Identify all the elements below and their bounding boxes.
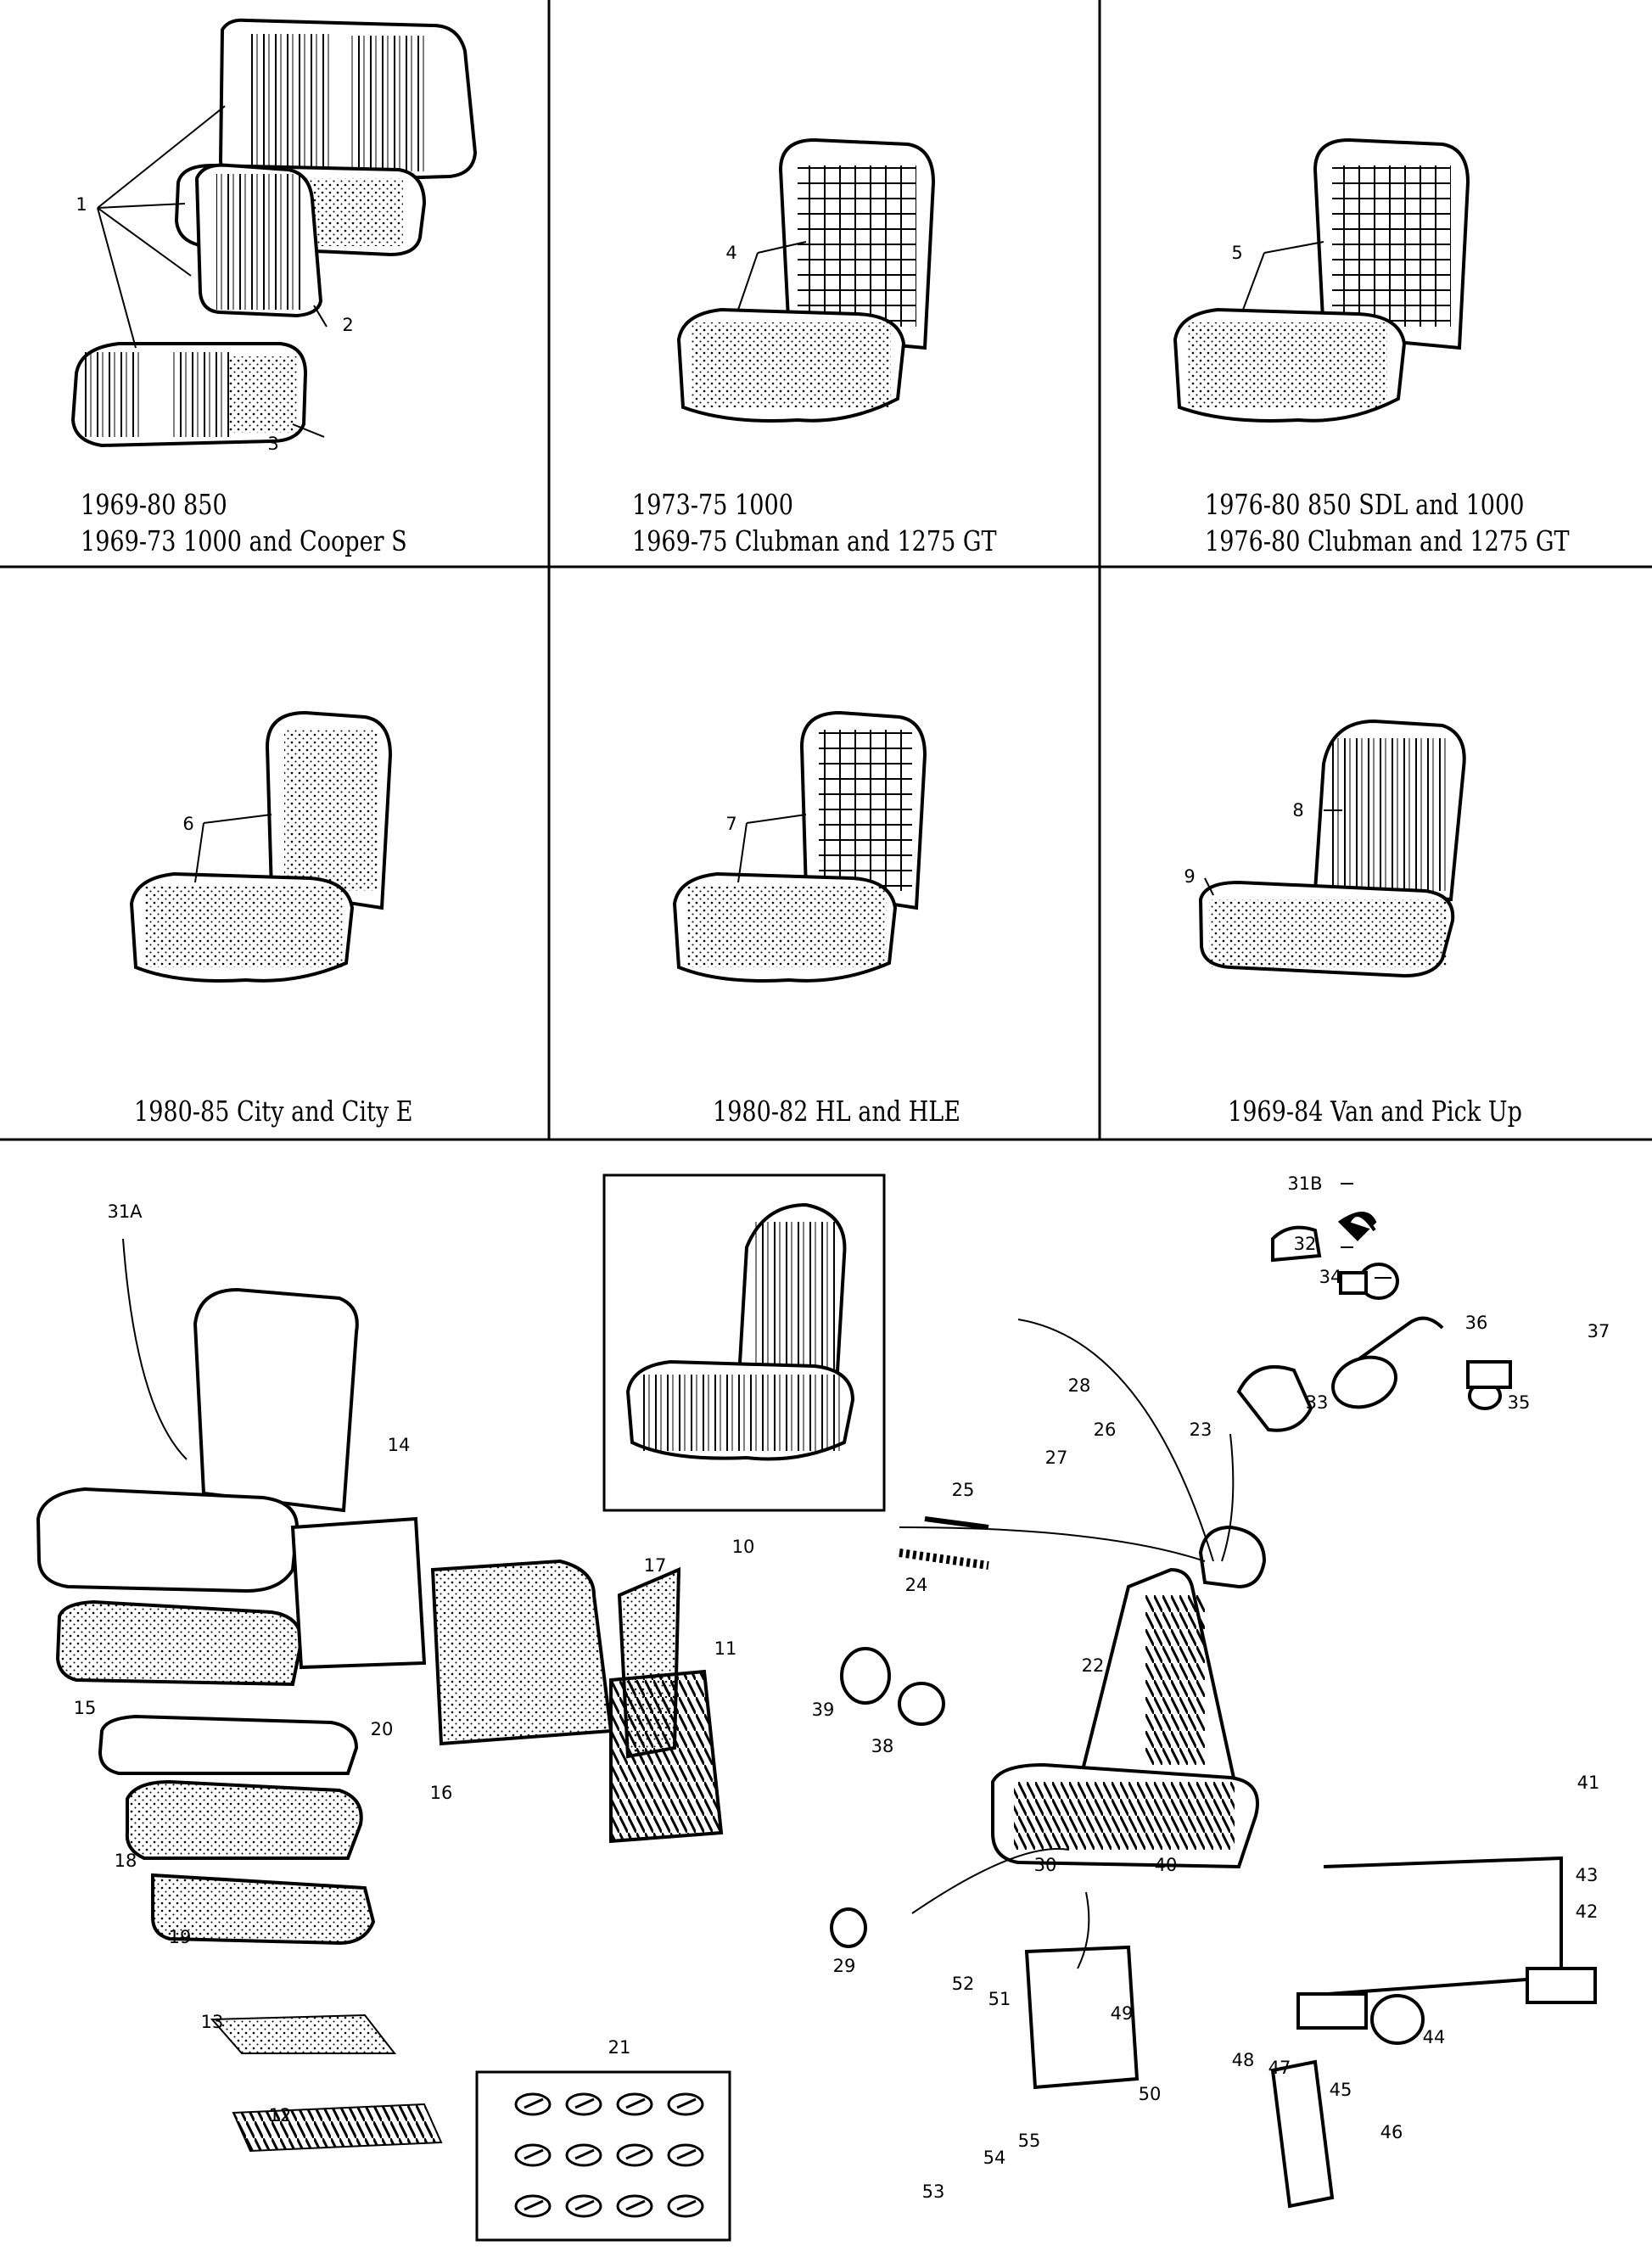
callout-9: 9: [1184, 866, 1195, 887]
callout-31a: 31A: [107, 1201, 143, 1222]
callout-55: 55: [1018, 2131, 1041, 2151]
callout-29: 29: [833, 1956, 856, 1976]
callout-45: 45: [1330, 2080, 1352, 2100]
callout-27: 27: [1045, 1448, 1068, 1468]
callout-32: 32: [1294, 1234, 1317, 1254]
callout-30: 30: [1034, 1855, 1057, 1875]
callout-42: 42: [1576, 1901, 1599, 1922]
front-seat-drawing-1976: [1173, 137, 1470, 423]
panel-5-caption: 1980-82 HL and HLE: [713, 1095, 961, 1128]
panel-6-caption: 1969-84 Van and Pick Up: [1228, 1095, 1522, 1128]
callout-13: 13: [201, 2012, 224, 2032]
exploded-seat-left: [36, 1287, 724, 2153]
callout-17: 17: [644, 1555, 667, 1576]
callout-49: 49: [1111, 2003, 1134, 2024]
callout-54: 54: [983, 2148, 1006, 2168]
callout-3: 3: [267, 434, 278, 454]
callout-33: 33: [1306, 1392, 1329, 1413]
callout-6: 6: [182, 814, 193, 834]
hardware-box-21: [475, 2070, 731, 2242]
callout-41: 41: [1577, 1773, 1600, 1793]
seat-frame-and-hardware: [830, 1212, 1597, 2209]
callout-38: 38: [871, 1736, 894, 1756]
panel-1-caption-line-2: 1969-73 1000 and Cooper S: [81, 524, 407, 557]
callout-39: 39: [812, 1700, 835, 1720]
callout-37: 37: [1588, 1321, 1610, 1341]
panel-2-caption-line-1: 1973-75 1000: [632, 488, 793, 521]
callout-11: 11: [714, 1638, 737, 1659]
callout-10: 10: [732, 1537, 755, 1557]
callout-4: 4: [725, 243, 736, 263]
callout-7: 7: [725, 814, 736, 834]
panel-grid-lines: [0, 0, 1652, 1141]
callout-21: 21: [608, 2037, 631, 2058]
callout-15: 15: [74, 1698, 97, 1718]
callout-34: 34: [1319, 1267, 1342, 1287]
callout-18: 18: [115, 1851, 137, 1871]
callout-8: 8: [1292, 800, 1303, 820]
front-seat-drawing-city: [129, 710, 393, 983]
inset-box-seat-10: [602, 1173, 886, 1512]
leader-lines: [97, 105, 1392, 1969]
callout-53: 53: [922, 2181, 945, 2202]
callout-40: 40: [1155, 1855, 1178, 1875]
panel-3-caption-line-2: 1976-80 Clubman and 1275 GT: [1205, 524, 1570, 557]
callout-44: 44: [1423, 2027, 1446, 2047]
callout-1: 1: [76, 194, 87, 215]
front-seat-drawing-hl: [672, 710, 927, 983]
callout-25: 25: [952, 1480, 975, 1500]
callout-46: 46: [1380, 2122, 1403, 2142]
callout-50: 50: [1139, 2084, 1162, 2104]
callout-48: 48: [1232, 2050, 1255, 2070]
panel-3-caption-line-1: 1976-80 850 SDL and 1000: [1205, 488, 1525, 521]
callout-16: 16: [430, 1783, 453, 1803]
callout-28: 28: [1068, 1375, 1091, 1396]
callout-52: 52: [952, 1974, 975, 1994]
rear-bench-seat-drawing: [70, 18, 478, 448]
callout-35: 35: [1508, 1392, 1531, 1413]
callout-23: 23: [1190, 1420, 1212, 1440]
front-seat-drawing-1973: [676, 137, 936, 423]
callout-2: 2: [342, 315, 353, 335]
callout-14: 14: [388, 1435, 411, 1455]
callout-36: 36: [1465, 1313, 1488, 1333]
callout-22: 22: [1082, 1655, 1105, 1676]
panel-1-caption-line-1: 1969-80 850: [81, 488, 227, 521]
callout-43: 43: [1576, 1865, 1599, 1885]
callout-12: 12: [269, 2105, 292, 2125]
callout-24: 24: [905, 1575, 928, 1595]
callout-19: 19: [169, 1927, 192, 1947]
callout-47: 47: [1268, 2058, 1291, 2078]
callout-5: 5: [1231, 243, 1242, 263]
callout-26: 26: [1094, 1420, 1117, 1440]
callout-20: 20: [371, 1719, 394, 1739]
callout-31b: 31B: [1287, 1173, 1322, 1194]
callout-51: 51: [988, 1989, 1011, 2009]
van-seat-drawing: [1198, 719, 1466, 978]
panel-4-caption: 1980-85 City and City E: [134, 1095, 413, 1128]
panel-2-caption-line-2: 1969-75 Clubman and 1275 GT: [632, 524, 997, 557]
